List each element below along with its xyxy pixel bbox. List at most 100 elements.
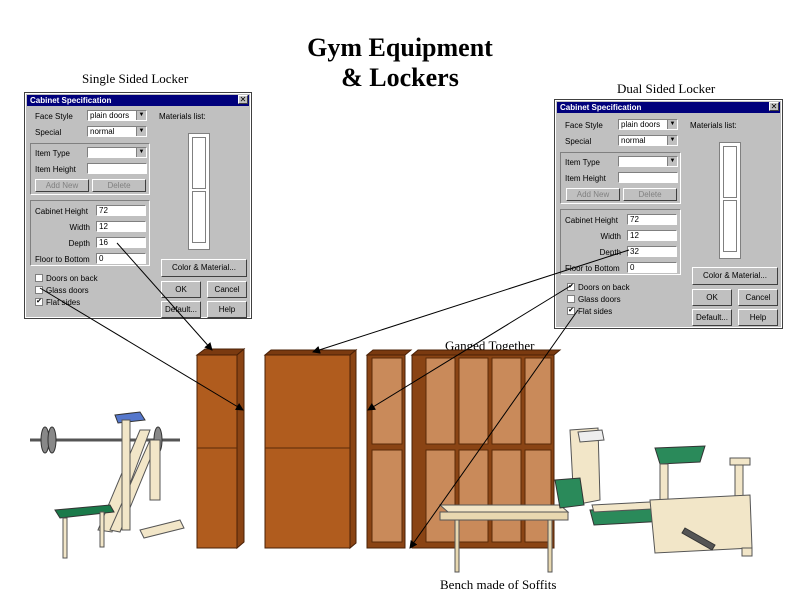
cabinet-spec-dialog-dual: Cabinet Specification ✕ Face Style plain… (554, 99, 783, 329)
special-value: normal (90, 127, 115, 136)
width-label: Width (69, 223, 90, 232)
chevron-down-icon[interactable]: ▼ (136, 127, 146, 136)
dimensions-group (30, 200, 150, 266)
materials-list-label: Materials list: (159, 112, 206, 121)
item-group (560, 152, 681, 204)
glass-doors-label: Glass doors (578, 295, 621, 304)
color-material-button[interactable]: Color & Material... (161, 259, 247, 277)
glass-doors-label: Glass doors (46, 286, 89, 295)
materials-slot (192, 191, 206, 243)
special-label: Special (565, 137, 592, 146)
cabinet-height-label: Cabinet Height (35, 207, 88, 216)
floor-to-bottom-field[interactable]: 0 (96, 253, 146, 264)
cancel-button[interactable]: Cancel (207, 281, 247, 298)
special-select[interactable]: normal ▼ (618, 135, 678, 146)
cabinet-height-label: Cabinet Height (565, 216, 618, 225)
item-group (30, 143, 150, 195)
item-height-label: Item Height (565, 174, 606, 183)
delete-button[interactable]: Delete (623, 188, 677, 201)
dialog-title: Cabinet Specification (560, 103, 642, 112)
close-icon[interactable]: ✕ (769, 102, 779, 111)
dual-locker-caption: Dual Sided Locker (617, 81, 716, 96)
arrow-flat-sides-to-ganged (409, 309, 579, 549)
face-style-select[interactable]: plain doors▼ (618, 119, 678, 130)
page-subtitle: & Lockers (341, 63, 459, 92)
exercise-bike-illustration (649, 445, 753, 557)
special-value: normal (621, 136, 646, 145)
cabinet-height-field[interactable]: 72 (96, 205, 146, 216)
width-field[interactable]: 12 (96, 221, 146, 232)
default-button[interactable]: Default... (161, 301, 201, 318)
delete-button[interactable]: Delete (92, 179, 146, 192)
doors-on-back-checkbox[interactable]: ✔ (567, 283, 575, 291)
help-button[interactable]: Help (207, 301, 247, 318)
doors-on-back-checkbox[interactable] (35, 274, 43, 282)
default-button[interactable]: Default... (692, 309, 732, 326)
face-style-select[interactable]: plain doors ▼ (87, 110, 147, 121)
special-label: Special (35, 128, 62, 137)
flat-sides-checkbox[interactable]: ✔ (567, 307, 575, 315)
doors-on-back-label: Doors on back (46, 274, 98, 283)
doors-on-back-label: Doors on back (578, 283, 630, 292)
glass-doors-checkbox[interactable] (567, 295, 575, 303)
chevron-down-icon[interactable]: ▼ (667, 120, 677, 129)
dialog-title: Cabinet Specification (30, 96, 112, 105)
floor-to-bottom-field[interactable]: 0 (627, 262, 677, 273)
chevron-down-icon[interactable]: ▼ (667, 136, 677, 145)
connector-arrows (39, 242, 630, 549)
arrow-doors-to-ganged (367, 284, 573, 411)
color-material-button[interactable]: Color & Material... (692, 267, 778, 285)
item-type-label: Item Type (565, 158, 600, 167)
dialog-titlebar: Cabinet Specification (557, 102, 780, 113)
item-type-label: Item Type (35, 149, 70, 158)
item-height-label: Item Height (35, 165, 76, 174)
materials-list[interactable] (719, 142, 741, 259)
depth-label: Depth (68, 239, 90, 248)
add-new-button[interactable]: Add New (35, 179, 89, 192)
dialog-titlebar: Cabinet Specification (27, 95, 249, 106)
width-field[interactable]: 12 (627, 230, 677, 241)
arrow-depth-to-single (116, 242, 213, 351)
single-locker-caption: Single Sided Locker (82, 71, 189, 86)
flat-sides-label: Flat sides (46, 298, 81, 307)
flat-sides-label: Flat sides (578, 307, 613, 316)
close-icon[interactable]: ✕ (238, 95, 248, 104)
item-height-field[interactable] (87, 163, 147, 174)
materials-list[interactable] (188, 133, 210, 250)
help-button[interactable]: Help (738, 309, 778, 326)
face-style-value: plain doors (90, 111, 130, 120)
chevron-down-icon[interactable]: ▼ (667, 157, 677, 166)
floor-to-bottom-label: Floor to Bottom (565, 264, 620, 273)
face-style-label: Face Style (35, 112, 73, 121)
item-type-select[interactable]: ▼ (618, 156, 678, 167)
arrow-depth-to-dual (312, 249, 630, 354)
page-title: Gym Equipment (307, 33, 493, 62)
item-height-field[interactable] (618, 172, 678, 183)
cabinet-height-field[interactable]: 72 (627, 214, 677, 225)
materials-slot (723, 146, 737, 198)
cabinet-spec-dialog-single: Cabinet Specification ✕ Face Style plain… (24, 92, 252, 319)
depth-label: Depth (599, 248, 621, 257)
arrow-flat-sides-to-single (39, 287, 244, 411)
materials-slot (723, 200, 737, 252)
dual-sided-locker (263, 348, 358, 550)
flat-sides-checkbox[interactable]: ✔ (35, 298, 43, 306)
ok-button[interactable]: OK (161, 281, 201, 298)
depth-field[interactable]: 32 (627, 246, 677, 257)
face-style-label: Face Style (565, 121, 603, 130)
add-new-button[interactable]: Add New (566, 188, 620, 201)
item-type-select[interactable]: ▼ (87, 147, 147, 158)
chevron-down-icon[interactable]: ▼ (136, 148, 146, 157)
materials-list-label: Materials list: (690, 121, 737, 130)
dimensions-group (560, 209, 681, 275)
floor-to-bottom-label: Floor to Bottom (35, 255, 90, 264)
chevron-down-icon[interactable]: ▼ (136, 111, 146, 120)
ok-button[interactable]: OK (692, 289, 732, 306)
special-select[interactable]: normal ▼ (87, 126, 147, 137)
materials-slot (192, 137, 206, 189)
soffit-bench (438, 504, 570, 573)
single-sided-locker (195, 347, 246, 550)
weight-bench-illustration (30, 411, 185, 559)
cancel-button[interactable]: Cancel (738, 289, 778, 306)
